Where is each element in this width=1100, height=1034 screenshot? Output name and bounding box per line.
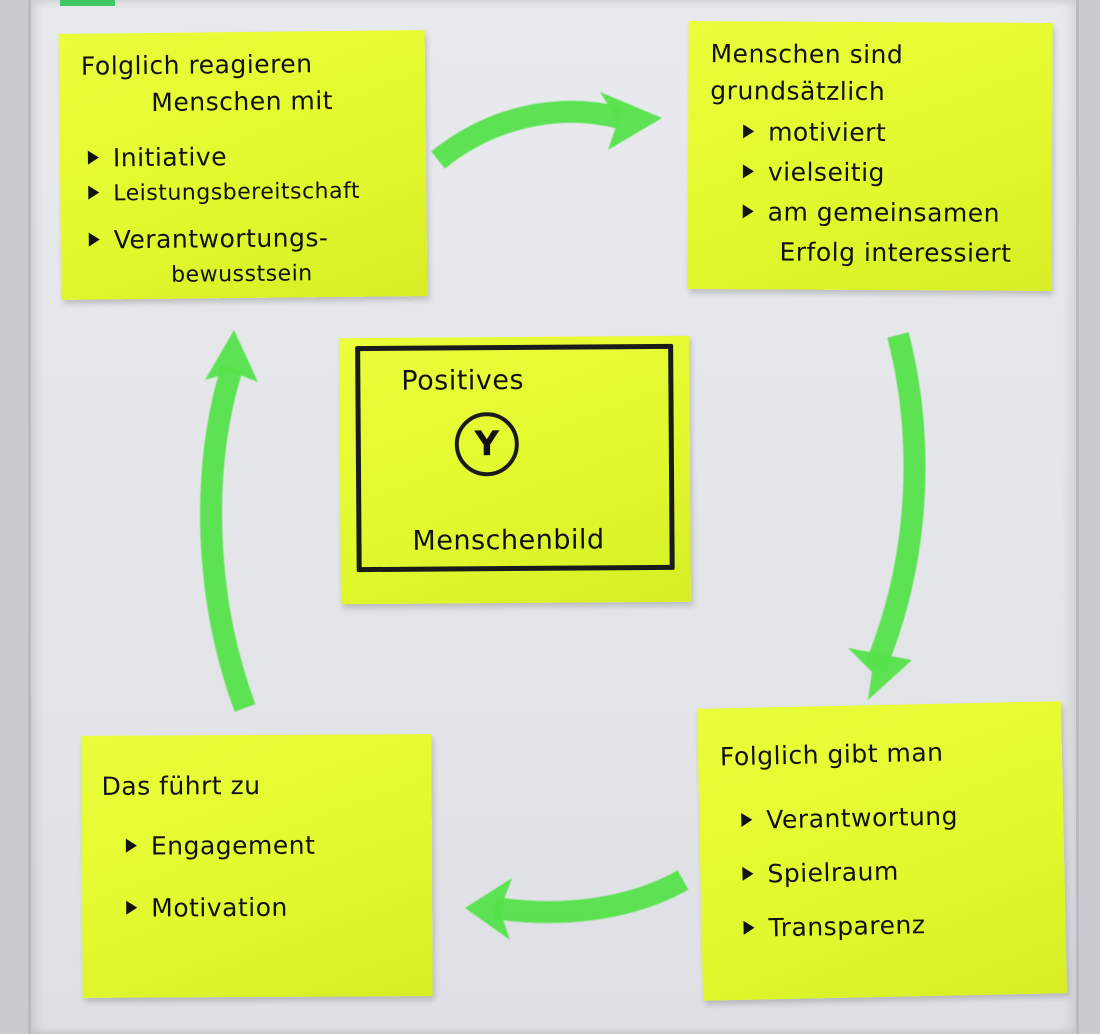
list-item-continuation: Erfolg interessiert [779,237,1012,268]
arrow-bottom [493,870,689,924]
arrowhead-bottom [465,878,512,940]
list-item: Spielraum [742,857,899,889]
note-title-line-1: Menschen sind [710,39,904,70]
y-symbol-letter: Y [474,424,500,465]
list-item: Verantwortung [741,801,958,835]
list-item-continuation: bewusstsein [171,261,313,288]
paper-left-edge [28,0,31,1034]
list-item: Verantwortungs- [89,223,329,255]
paper-right-edge [1076,0,1079,1034]
arrow-top [431,100,623,169]
note-title-line-1: Folglich reagieren [80,49,313,81]
arrowhead-right [848,648,912,700]
list-item: Engagement [126,831,316,861]
list-item: motiviert [743,117,886,147]
list-item: Transparenz [743,910,925,943]
sticky-note-action: Folglich gibt man Verantwortung Spielrau… [696,701,1068,1001]
arrowhead-top [600,92,662,150]
center-title-bottom: Menschenbild [412,524,605,557]
arrow-left [200,364,256,712]
y-circle-symbol: Y [454,411,520,477]
center-title-top: Positives [401,364,525,397]
list-item: Leistungsbereitschaft [88,179,360,207]
sticky-note-result: Das führt zu Engagement Motivation [81,734,433,998]
note-title: Das führt zu [101,770,261,801]
arrowhead-left [205,330,258,382]
sticky-note-assumption: Menschen sind grundsätzlich motiviert vi… [687,21,1053,291]
list-item: Motivation [126,893,288,923]
sticky-note-consequence: Folglich reagieren Menschen mit Initiati… [58,30,428,300]
sticky-note-center: Positives Y Menschenbild [339,335,691,605]
arrow-right [864,332,926,673]
list-item: am gemeinsamen [743,197,1000,227]
green-tape-strip [60,0,115,6]
note-title-line-2: Menschen mit [151,86,334,117]
list-item: Initiative [88,142,227,172]
note-title-line-2: grundsätzlich [710,76,886,107]
note-title: Folglich gibt man [719,737,944,772]
list-item: vielseitig [743,157,885,187]
